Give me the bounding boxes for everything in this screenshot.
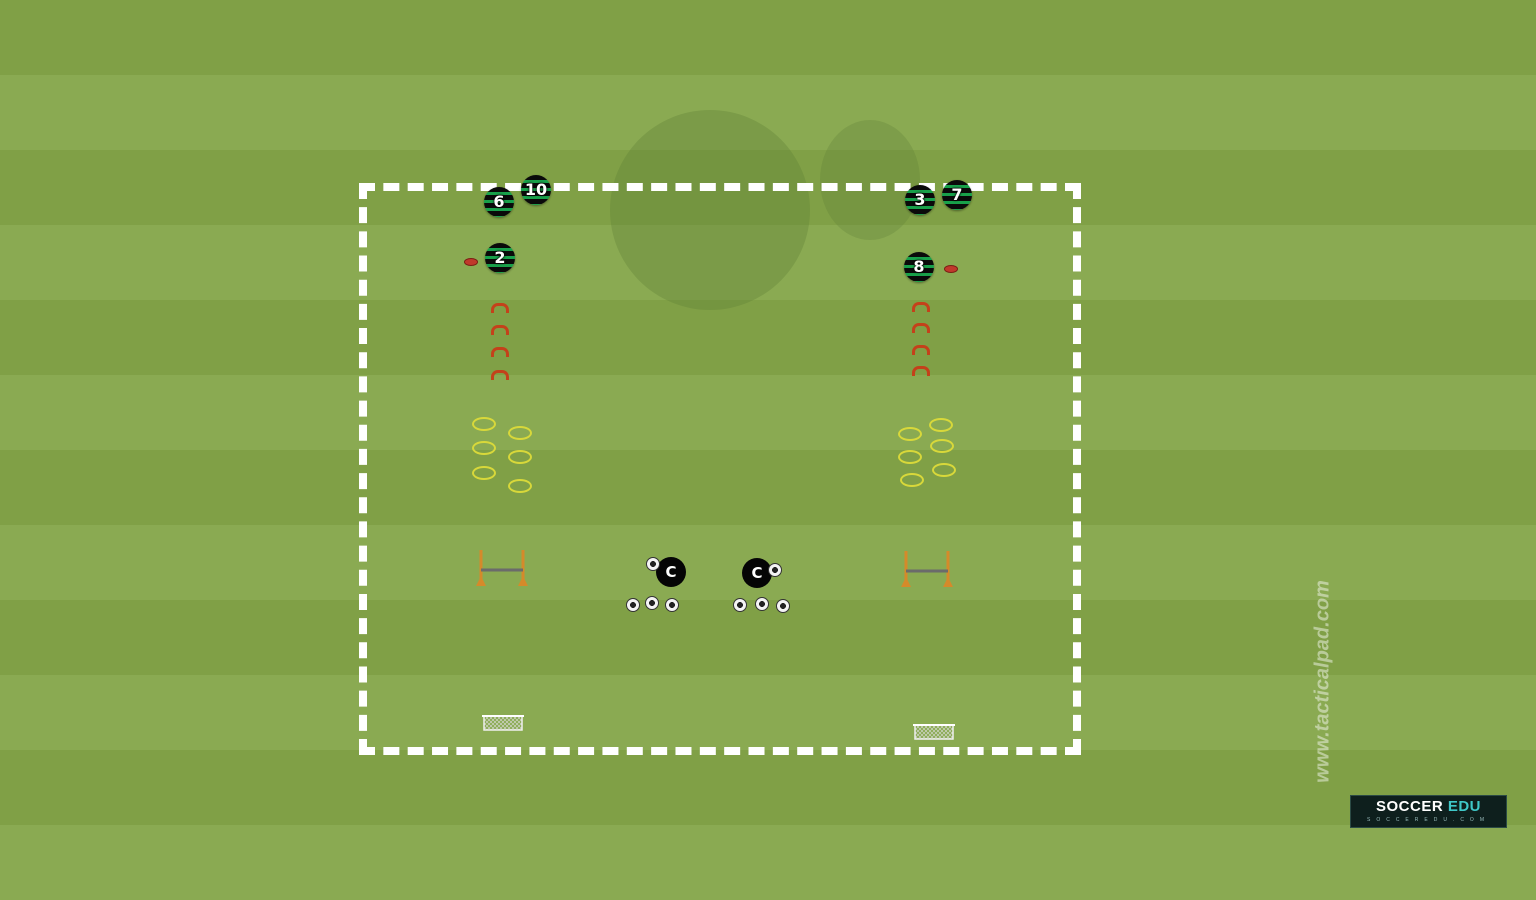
agility-ring[interactable] xyxy=(932,463,956,477)
logo-text-accent: EDU xyxy=(1447,798,1482,815)
pitch-stripe xyxy=(0,375,1536,450)
agility-ring[interactable] xyxy=(508,450,532,464)
logo-subtext: SOCCEREDU.COM xyxy=(1366,817,1490,823)
pitch-stripe xyxy=(0,750,1536,825)
agility-ring[interactable] xyxy=(930,439,954,453)
pitch-stripe xyxy=(0,75,1536,150)
agility-ring[interactable] xyxy=(898,450,922,464)
agility-ring[interactable] xyxy=(900,473,924,487)
mini-goal[interactable] xyxy=(481,712,525,732)
player-2[interactable]: 2 xyxy=(485,243,515,273)
training-area-boundary xyxy=(359,183,1081,755)
disc-cone[interactable] xyxy=(944,265,958,273)
player-8[interactable]: 8 xyxy=(904,252,934,282)
player-number: 8 xyxy=(913,257,925,276)
ball[interactable] xyxy=(733,598,747,612)
hurdle[interactable] xyxy=(898,549,956,591)
ball[interactable] xyxy=(665,598,679,612)
logo-title: SOCCER EDU xyxy=(1351,798,1506,815)
pitch-stripe xyxy=(0,300,1536,375)
pitch-stripe xyxy=(0,675,1536,750)
mini-hurdle[interactable] xyxy=(912,302,930,312)
ball[interactable] xyxy=(755,597,769,611)
player-7[interactable]: 7 xyxy=(942,180,972,210)
hurdle[interactable] xyxy=(473,548,531,590)
agility-ring[interactable] xyxy=(898,427,922,441)
player-number: 10 xyxy=(524,180,548,199)
player-6[interactable]: 6 xyxy=(484,187,514,217)
player-10[interactable]: 10 xyxy=(521,175,551,205)
background-ball-graphic xyxy=(610,110,810,310)
soccer-edu-logo: SOCCER EDU SOCCEREDU.COM xyxy=(1350,795,1507,828)
mini-hurdle[interactable] xyxy=(912,323,930,333)
ball[interactable] xyxy=(646,557,660,571)
agility-ring[interactable] xyxy=(508,426,532,440)
coach-label: C xyxy=(665,563,677,581)
ball[interactable] xyxy=(626,598,640,612)
pitch-stripe xyxy=(0,600,1536,675)
background-ball-graphic xyxy=(820,120,920,240)
coach-label: C xyxy=(751,564,763,582)
agility-ring[interactable] xyxy=(508,479,532,493)
mini-hurdle[interactable] xyxy=(912,366,930,376)
coach[interactable]: C xyxy=(742,558,772,588)
player-number: 7 xyxy=(951,185,963,204)
agility-ring[interactable] xyxy=(472,417,496,431)
player-number: 2 xyxy=(494,248,506,267)
coach[interactable]: C xyxy=(656,557,686,587)
logo-text-main: SOCCER xyxy=(1375,798,1444,815)
mini-hurdle[interactable] xyxy=(491,303,509,313)
mini-hurdle[interactable] xyxy=(912,345,930,355)
player-number: 3 xyxy=(914,190,926,209)
mini-hurdle[interactable] xyxy=(491,325,509,335)
agility-ring[interactable] xyxy=(472,441,496,455)
pitch-stripe xyxy=(0,825,1536,900)
player-number: 6 xyxy=(493,192,505,211)
pitch-stripe xyxy=(0,0,1536,75)
agility-ring[interactable] xyxy=(929,418,953,432)
agility-ring[interactable] xyxy=(472,466,496,480)
pitch-stripe xyxy=(0,225,1536,300)
mini-goal[interactable] xyxy=(912,721,956,741)
ball[interactable] xyxy=(645,596,659,610)
disc-cone[interactable] xyxy=(464,258,478,266)
ball[interactable] xyxy=(776,599,790,613)
mini-hurdle[interactable] xyxy=(491,370,509,380)
ball[interactable] xyxy=(768,563,782,577)
pitch-stripe xyxy=(0,450,1536,525)
player-3[interactable]: 3 xyxy=(905,185,935,215)
tacticalpad-watermark: www.tacticalpad.com xyxy=(1311,580,1334,783)
mini-hurdle[interactable] xyxy=(491,347,509,357)
